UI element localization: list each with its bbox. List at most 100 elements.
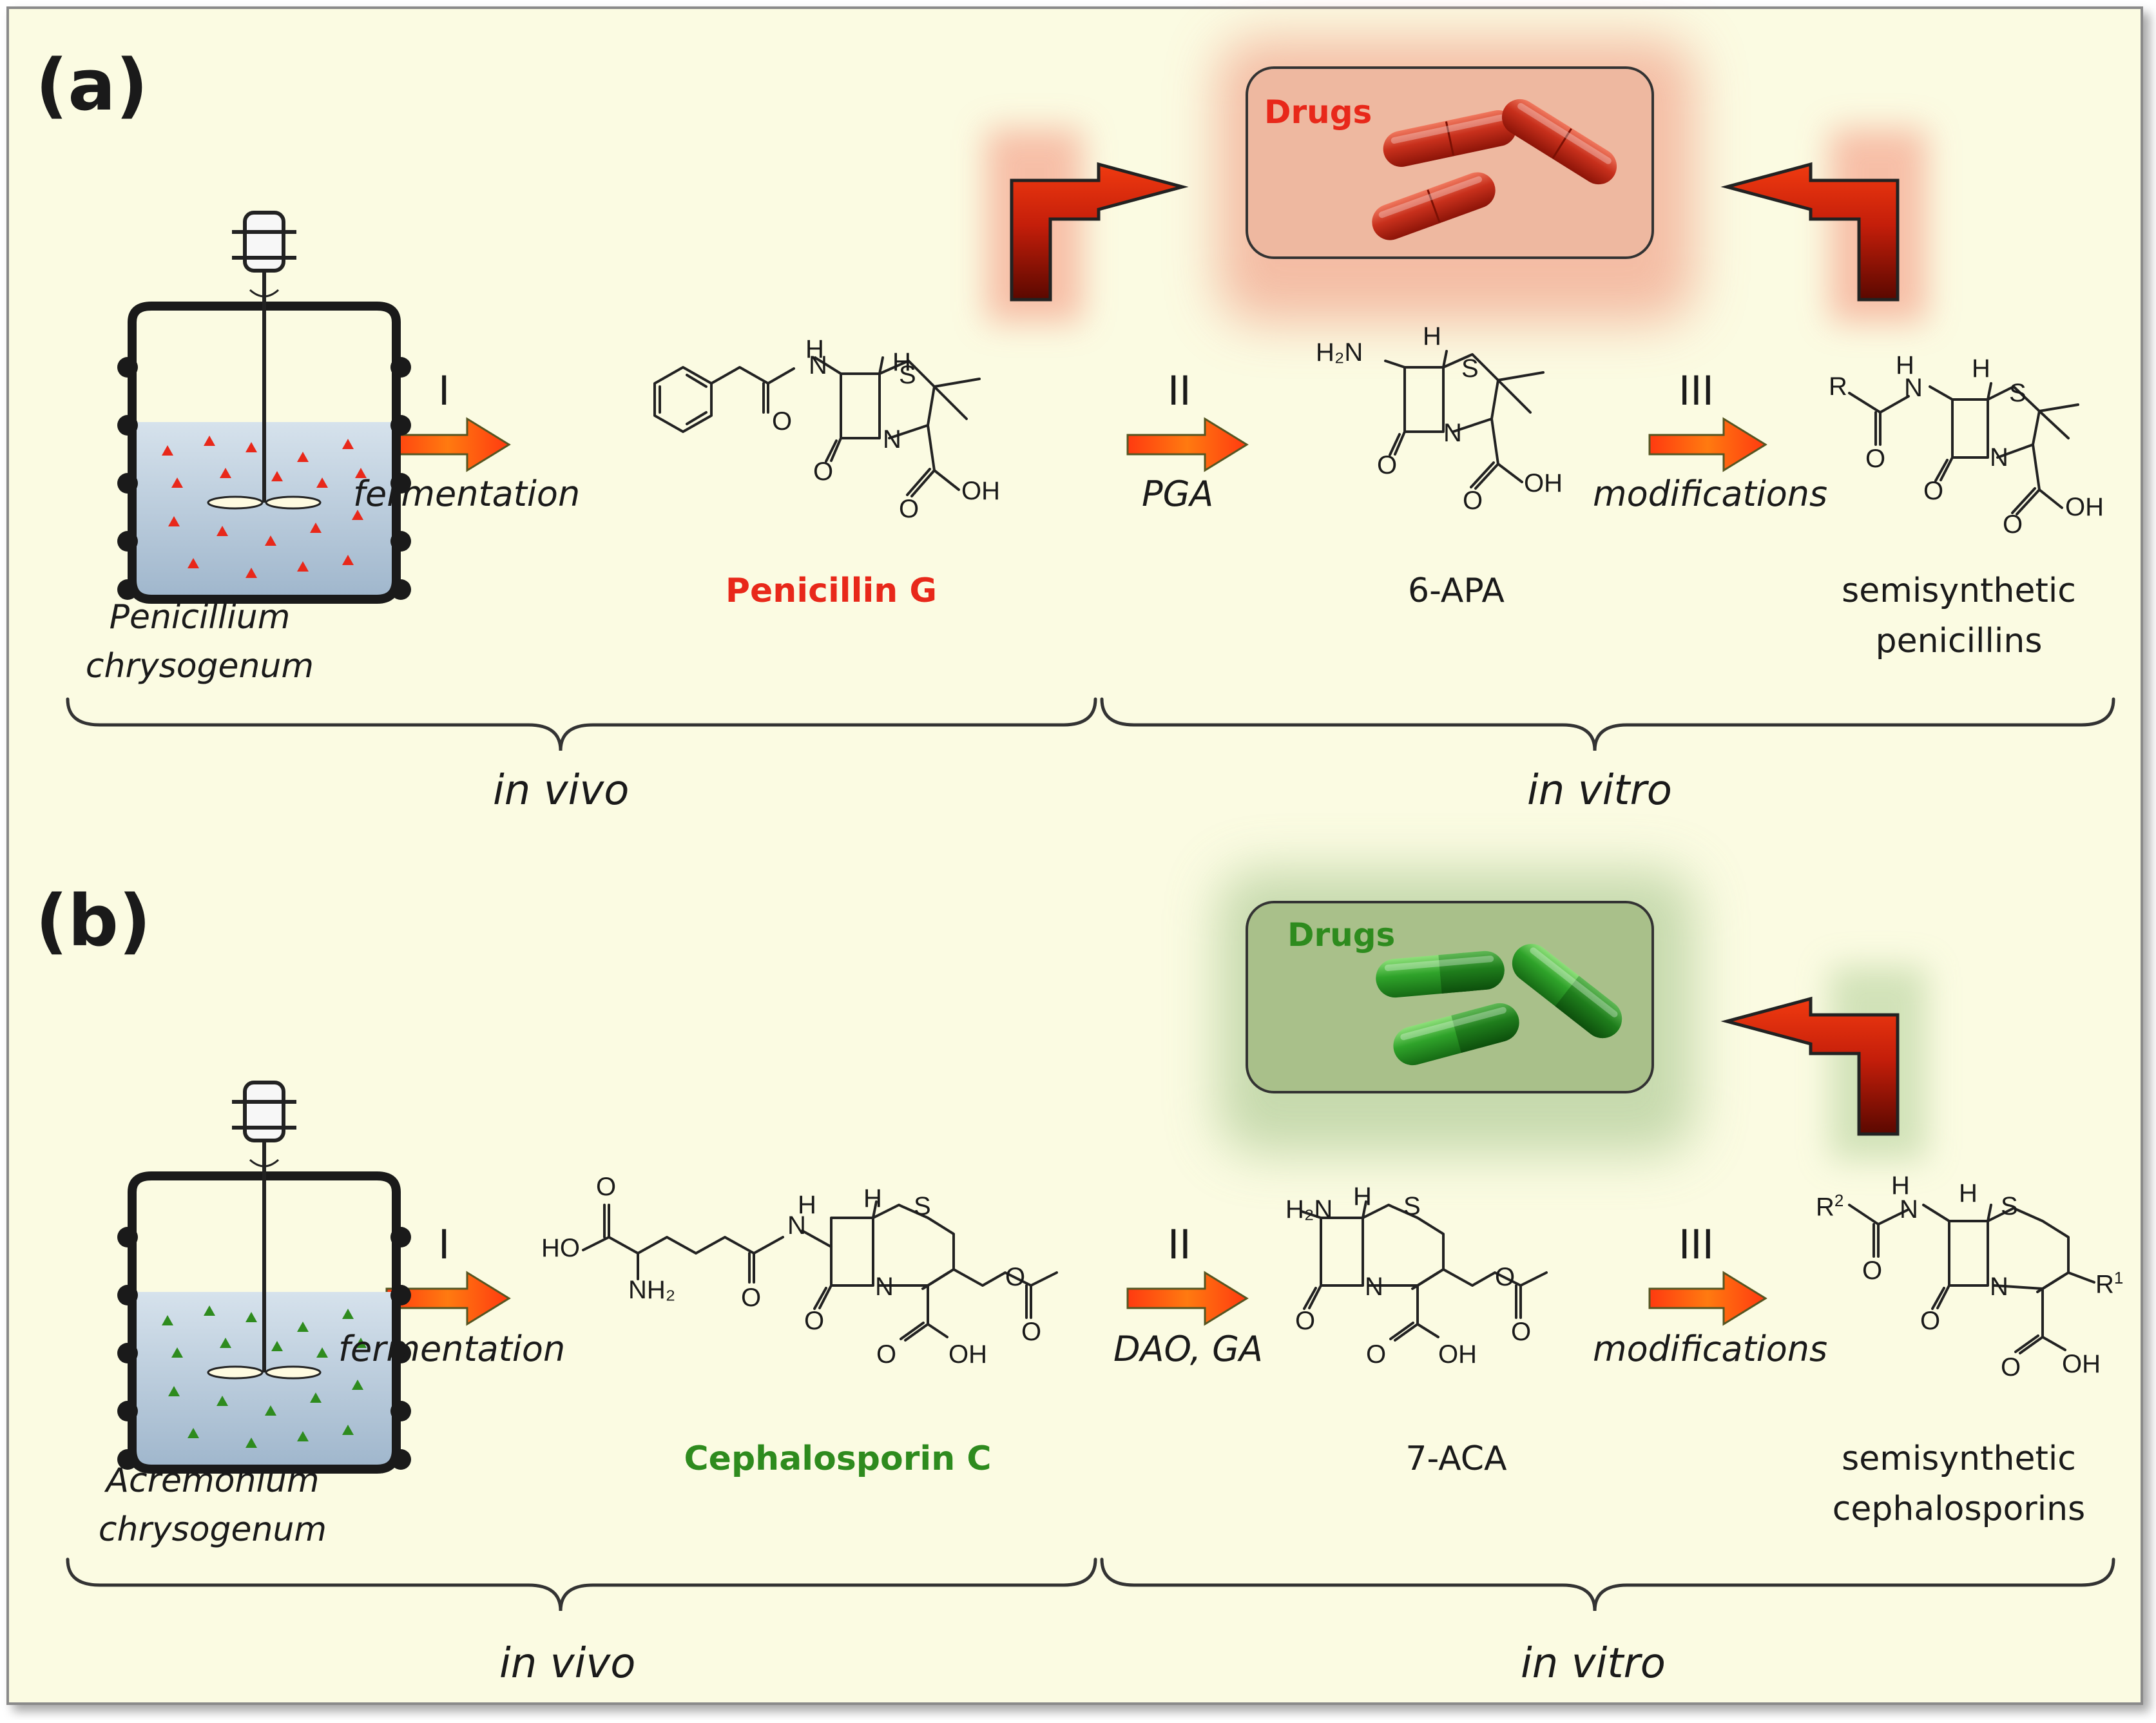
structure-6-apa: [1384, 350, 1545, 490]
fermenter-b-particle-7: [271, 1341, 283, 1351]
capsule-red-1: [1383, 110, 1517, 168]
fermenter-a-rotation-icon: [249, 289, 280, 298]
atom-o-2: O: [813, 457, 834, 486]
atom-h-3: H: [1423, 322, 1441, 351]
product-label-b: Cephalosporin C: [684, 1439, 992, 1478]
fermenter-b-jacket-left-0: [117, 1227, 138, 1247]
drugs-box-b: [1246, 901, 1654, 1093]
atom-n-2: N: [883, 425, 901, 454]
atom-s-2: S: [1461, 354, 1479, 383]
atom-h-9: H: [1891, 1171, 1910, 1200]
fermenter-a-jacket-left-2: [117, 473, 138, 494]
fermenter-b-particle-5: [171, 1347, 183, 1358]
fermenter-b-particle-6: [220, 1338, 231, 1348]
atom-o-14: O: [1021, 1318, 1042, 1346]
braces: [66, 697, 2115, 1612]
atom-oh-1: OH: [961, 477, 1000, 505]
fermenter-b-impeller-right: [265, 1365, 322, 1380]
atom-h-4: H: [1896, 351, 1914, 380]
fermenter-a-jacket-left-0: [117, 357, 138, 378]
fermenter-b-particle-0: [162, 1315, 173, 1325]
organism-genus-b: Acremonium: [106, 1461, 320, 1500]
fermenter-a-motor: [243, 211, 285, 273]
organism-species-a: chrysogenum: [85, 647, 314, 686]
atom-h-8: H: [1353, 1182, 1372, 1211]
fermenter-b-particle-3: [297, 1322, 309, 1332]
atom-s-5: S: [1403, 1192, 1421, 1220]
capsule-red-2: [1501, 99, 1617, 185]
atom-o-6: O: [1865, 445, 1886, 473]
organism-label-b: Acremonium chrysogenum: [84, 1456, 342, 1554]
step-II-label-a: PGA: [1142, 474, 1214, 514]
atom-n-5: N: [1990, 443, 2008, 472]
atom-r2-symbol: R: [1816, 1193, 1834, 1222]
atom-h2n-2: H₂N: [1285, 1195, 1333, 1224]
step-III-label-a: modifications: [1593, 474, 1828, 514]
step-I-label-a: fermentation: [353, 474, 581, 514]
intermediate-label-a: 6-APA: [1408, 572, 1505, 610]
atom-o-10: O: [741, 1284, 762, 1312]
atom-o-13: O: [1005, 1263, 1026, 1291]
fermenter-b-jacket-right-4: [390, 1449, 411, 1470]
fermenter-b-jacket-right-2: [390, 1343, 411, 1363]
arrow-step-III-b: [1648, 1271, 1767, 1326]
atom-r1-superscript: 1: [2113, 1268, 2124, 1287]
fermenter-a-jacket-right-1: [390, 415, 411, 436]
fermenter-b-rotation-icon: [249, 1159, 280, 1168]
atom-o-1: O: [772, 407, 793, 436]
brace-in-vitro-a: [1100, 697, 2115, 751]
region-in-vivo-b: in vivo: [499, 1640, 636, 1688]
atom-r-1: R: [1829, 372, 1847, 401]
capsule-red-3: [1372, 172, 1496, 240]
region-in-vitro-a: in vitro: [1527, 767, 1672, 814]
fermenter-a-particle-6: [220, 468, 231, 478]
atom-n-7: N: [875, 1273, 894, 1301]
fermenter-a-particle-11: [217, 526, 228, 536]
bent-arrow-left-a: [1010, 162, 1189, 302]
atom-s-4: S: [914, 1192, 931, 1220]
fermenter-a-jacket-left-3: [117, 531, 138, 552]
final-label-a-line2: penicillins: [1875, 622, 2043, 660]
fermenter-a-particle-9: [355, 468, 367, 478]
fermenter-a-vessel: [128, 302, 401, 604]
final-label-b-line2: cephalosporins: [1832, 1490, 2086, 1528]
atom-s-6: S: [2001, 1192, 2018, 1220]
fermenter-a-particle-3: [297, 452, 309, 462]
bent-arrow-right-b: [1720, 996, 1900, 1136]
atom-o-4: O: [1377, 451, 1398, 479]
atom-o-16: O: [1366, 1340, 1387, 1369]
brace-in-vivo-b: [66, 1557, 1097, 1612]
fermenter-a-particle-14: [352, 510, 363, 520]
brace-in-vitro-b: [1100, 1557, 2115, 1612]
atom-s-3: S: [2009, 379, 2026, 407]
fermenter-a-particle-16: [245, 568, 257, 578]
fermenter-a-liquid: [132, 422, 396, 599]
fermenter-a-particle-2: [245, 442, 257, 452]
fermenter-a-particle-0: [162, 445, 173, 456]
fermenter-b-particle-1: [204, 1305, 215, 1316]
atom-h-5: H: [1972, 354, 1990, 383]
fermenter-b-particle-16: [245, 1438, 257, 1448]
fermenter-a-jacket-left-1: [117, 415, 138, 436]
organism-species-b: chrysogenum: [98, 1510, 327, 1549]
final-label-b: semisynthetic cephalosporins: [1804, 1434, 2113, 1534]
capsule-green-1: [1376, 950, 1505, 998]
fermenter-a-jacket-right-4: [390, 579, 411, 600]
atom-h-10: H: [1959, 1179, 1978, 1208]
drugs-label-a: Drugs: [1264, 93, 1372, 131]
fermenter-b-impeller-left: [207, 1365, 264, 1380]
fermenter-b-particle-18: [342, 1425, 354, 1435]
fermenter-a-particle-18: [342, 555, 354, 565]
atom-oh-4: OH: [948, 1340, 987, 1369]
atom-oh-2: OH: [1524, 469, 1563, 497]
atom-n-8: N: [1365, 1273, 1383, 1301]
atom-n-4: N: [1904, 374, 1923, 402]
atom-o-7: O: [1923, 477, 1944, 505]
fermenter-a-impeller-right: [265, 496, 322, 510]
step-I-numeral-b: I: [438, 1221, 450, 1268]
arrow-step-III-a: [1648, 417, 1767, 472]
atom-h-6: H: [798, 1191, 816, 1219]
step-II-numeral-b: II: [1168, 1221, 1191, 1268]
